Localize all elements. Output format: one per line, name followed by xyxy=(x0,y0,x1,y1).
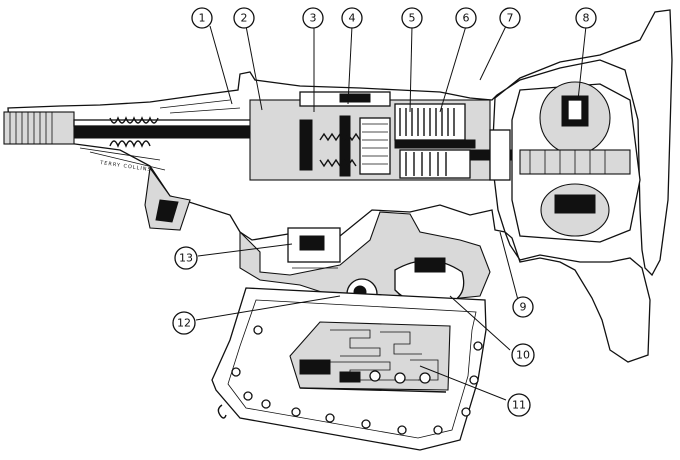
valve-body-assembly xyxy=(239,211,491,310)
callout-6: 6 xyxy=(455,7,477,29)
callout-7-label: 7 xyxy=(507,12,514,25)
callout-13: 13 xyxy=(174,246,198,270)
transmission-housing xyxy=(3,9,673,363)
callout-8: 8 xyxy=(575,7,597,29)
torque-converter xyxy=(511,81,641,243)
callout-2-label: 2 xyxy=(241,12,248,25)
callout-11: 11 xyxy=(507,393,531,417)
callout-5: 5 xyxy=(401,7,423,29)
valve-body-plates xyxy=(289,321,451,393)
callout-4-label: 4 xyxy=(349,12,356,25)
callout-leaders xyxy=(195,25,587,401)
callout-10-label: 10 xyxy=(516,349,530,362)
callout-3-label: 3 xyxy=(310,12,317,25)
callout-7: 7 xyxy=(499,7,521,29)
callout-13-label: 13 xyxy=(179,252,193,265)
callout-1: 1 xyxy=(191,7,213,29)
callout-3: 3 xyxy=(302,7,324,29)
callout-4: 4 xyxy=(341,7,363,29)
callout-9: 9 xyxy=(512,296,534,318)
callout-1-label: 1 xyxy=(199,12,206,25)
callout-10: 10 xyxy=(511,343,535,367)
callout-6-label: 6 xyxy=(463,12,470,25)
callout-8-label: 8 xyxy=(583,12,590,25)
callout-9-label: 9 xyxy=(520,301,527,314)
callout-11-label: 11 xyxy=(512,399,526,412)
callout-12-label: 12 xyxy=(177,317,191,330)
callout-2: 2 xyxy=(233,7,255,29)
callout-12: 12 xyxy=(172,311,196,335)
callout-5-label: 5 xyxy=(409,12,416,25)
